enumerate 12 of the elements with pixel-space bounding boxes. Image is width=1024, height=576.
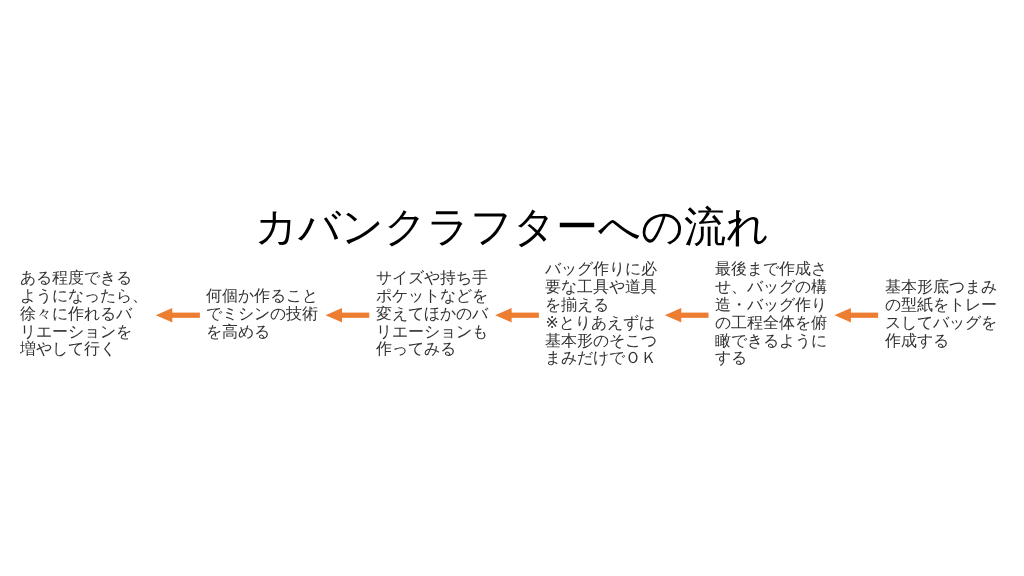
arrow [664, 308, 709, 323]
arrow [495, 308, 539, 323]
diagram-title: カバンクラフターへの流れ [255, 201, 769, 251]
node-text: ある程度できるようになったら、徐々に作れるバリエーションを増やして行く [19, 268, 148, 359]
arrow [325, 308, 370, 323]
node-text: 基本形底つまみの型紙をトレースしてバッグを作成する [884, 277, 997, 350]
node-text: 何個か作ることでミシンの技術を高める [206, 286, 319, 341]
arrow [155, 308, 200, 323]
node-text: 最後まで作成させ、バッグの構造・バッグ作りの工程全体を俯瞰できるようにする [715, 259, 828, 368]
node-text: サイズや持ち手ポケットなどを変えてほかのバリエーションも作ってみる [375, 268, 488, 359]
arrow [834, 308, 879, 323]
node-text: バッグ作りに必要な工具や道具を揃える ※とりあえずは基本形のそこつまみだけでＯＫ [545, 259, 658, 368]
